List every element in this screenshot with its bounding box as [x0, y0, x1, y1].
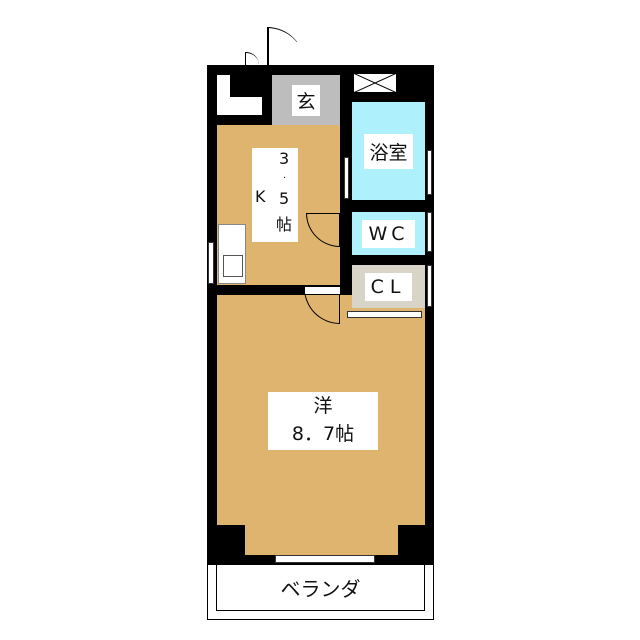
- small-door[interactable]: [245, 52, 259, 65]
- kitchen-size-2: 5: [279, 189, 290, 208]
- entrance-room: 玄: [272, 75, 340, 125]
- toilet: WC: [352, 212, 425, 255]
- entry-door[interactable]: [267, 27, 305, 65]
- wc-window[interactable]: [427, 212, 432, 252]
- closet: CL: [352, 265, 425, 308]
- toilet-label: WC: [362, 219, 415, 248]
- cl-window[interactable]: [427, 265, 432, 307]
- room-door-frame: [305, 287, 340, 294]
- western-room-lower: [245, 520, 398, 555]
- wall-notch: [230, 75, 262, 97]
- balcony-inner: ベランダ: [216, 565, 425, 611]
- kitchen-size-1: 3: [279, 149, 290, 168]
- sink-basin: [223, 255, 243, 277]
- vent-icon: [352, 72, 398, 94]
- kitchen-size-dot: .: [283, 170, 287, 181]
- kitchen-unit: 帖: [276, 215, 293, 234]
- bathroom: 浴室: [352, 102, 425, 200]
- kitchen-type: K: [255, 187, 266, 206]
- balcony-label: ベランダ: [280, 577, 361, 601]
- bathroom-label: 浴室: [364, 133, 413, 169]
- bath-door[interactable]: [344, 157, 349, 199]
- closet-label: CL: [364, 272, 413, 301]
- kitchen-window[interactable]: [208, 242, 214, 284]
- western-room-type: 洋: [313, 395, 333, 417]
- closet-door[interactable]: [347, 311, 422, 318]
- balcony: ベランダ: [207, 565, 434, 620]
- bath-window[interactable]: [427, 150, 432, 195]
- kitchen-label: 3 . K 5 帖: [252, 148, 298, 242]
- western-room-size: 8．7帖: [291, 423, 355, 445]
- western-room-label: 洋 8．7帖: [268, 392, 378, 450]
- kitchen-sink: [218, 224, 246, 284]
- entrance-label: 玄: [292, 84, 320, 116]
- balcony-window[interactable]: [275, 555, 375, 563]
